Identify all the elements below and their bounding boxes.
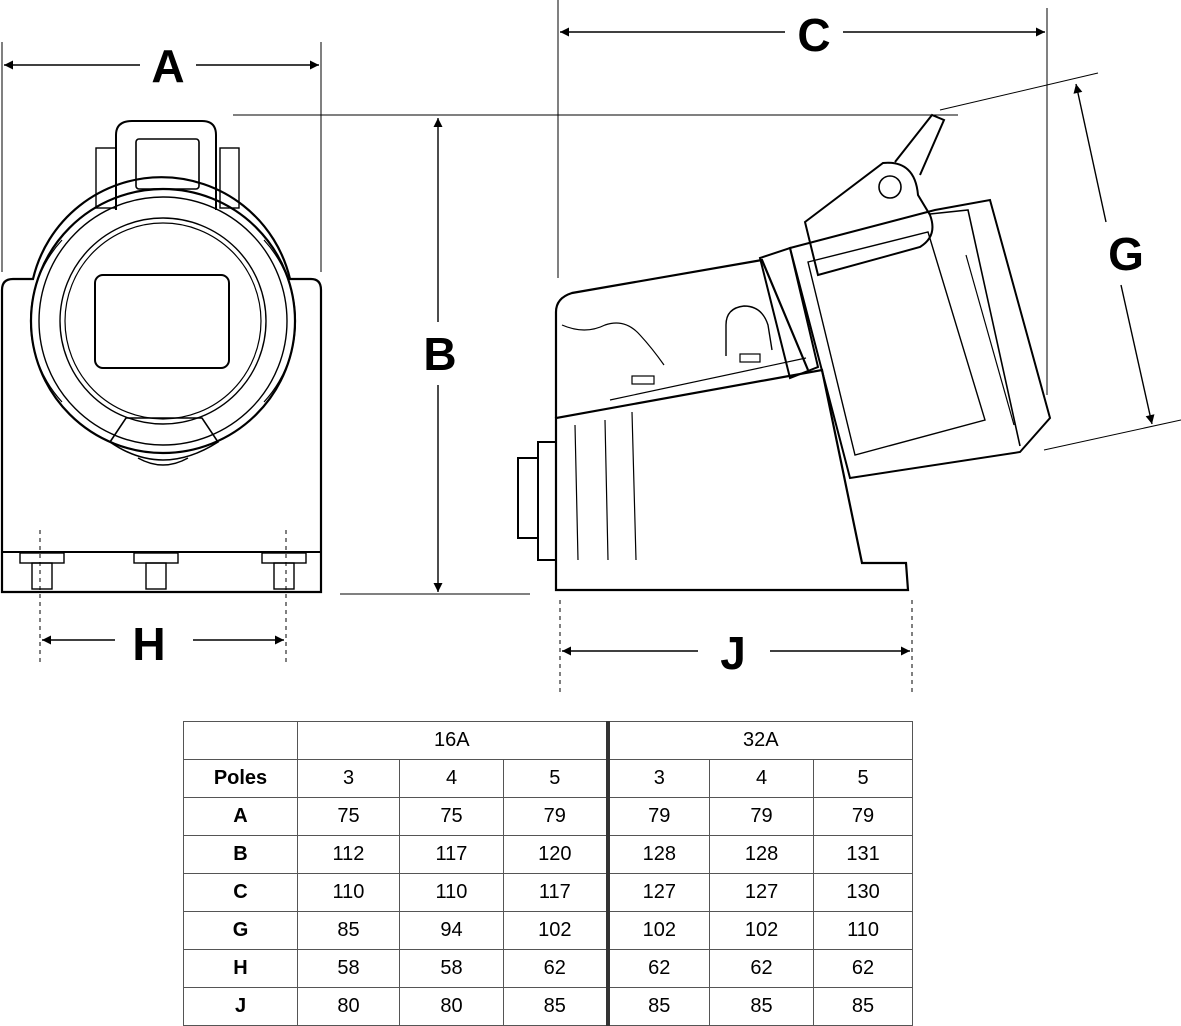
table-cell: 127: [607, 873, 711, 912]
table-cell: 85: [813, 987, 914, 1026]
group-16a: 16A: [296, 721, 610, 760]
dim-label-a: A: [151, 40, 184, 92]
table-cell: 117: [399, 835, 504, 874]
table-cell: 75: [399, 797, 504, 836]
table-cell: 112: [297, 835, 400, 874]
table-cell: 85: [607, 987, 711, 1026]
row-label: B: [183, 835, 298, 874]
table-cell: 128: [709, 835, 815, 874]
table-row: C 110 110 117 127 127 130: [183, 873, 914, 912]
table-cell: 80: [399, 987, 504, 1026]
table-cell: 62: [502, 949, 610, 988]
table-row: G 85 94 102 102 102 110: [183, 911, 914, 950]
group-32a: 32A: [607, 721, 914, 760]
poles-cell: 5: [813, 759, 914, 798]
dim-label-b: B: [423, 328, 456, 380]
table-cell: 85: [502, 987, 610, 1026]
table-cell: 62: [813, 949, 914, 988]
table-cell: 102: [607, 911, 711, 950]
table-cell: 62: [607, 949, 711, 988]
poles-cell: 4: [709, 759, 815, 798]
table-cell: 58: [297, 949, 400, 988]
table-cell: 110: [813, 911, 914, 950]
table-corner-cell: [183, 721, 298, 760]
dim-label-h: H: [132, 618, 165, 670]
row-label: H: [183, 949, 298, 988]
row-label: G: [183, 911, 298, 950]
table-cell: 80: [297, 987, 400, 1026]
dim-label-g: G: [1108, 228, 1144, 280]
side-view: [517, 113, 1052, 592]
row-label: A: [183, 797, 298, 836]
socket-dimension-drawing: A B C G H J: [0, 0, 1181, 692]
table-cell: 117: [502, 873, 610, 912]
table-cell: 128: [607, 835, 711, 874]
poles-cell: 5: [502, 759, 610, 798]
table-cell: 102: [709, 911, 815, 950]
bolt-right: [261, 552, 307, 590]
table-row: B 112 117 120 128 128 131: [183, 835, 914, 874]
table-cell: 127: [709, 873, 815, 912]
table-cell: 75: [297, 797, 400, 836]
bolt-left: [19, 552, 65, 590]
table-cell: 79: [709, 797, 815, 836]
table-cell: 110: [297, 873, 400, 912]
table-cell: 85: [297, 911, 400, 950]
row-label: J: [183, 987, 298, 1026]
table-cell: 102: [502, 911, 610, 950]
dimensions-table: 16A 32A Poles 3 4 5 3 4 5 A 75 75 79 79 …: [183, 721, 914, 1026]
table-cell: 85: [709, 987, 815, 1026]
row-label: C: [183, 873, 298, 912]
table-cell: 79: [813, 797, 914, 836]
table-row: H 58 58 62 62 62 62: [183, 949, 914, 988]
table-header-groups: 16A 32A: [183, 721, 914, 760]
table-cell: 94: [399, 911, 504, 950]
table-cell: 79: [502, 797, 610, 836]
poles-label: Poles: [183, 759, 298, 798]
table-cell: 120: [502, 835, 610, 874]
poles-cell: 3: [297, 759, 400, 798]
poles-cell: 3: [607, 759, 711, 798]
table-cell: 130: [813, 873, 914, 912]
table-cell: 58: [399, 949, 504, 988]
table-cell: 62: [709, 949, 815, 988]
table-header-poles: Poles 3 4 5 3 4 5: [183, 759, 914, 798]
dimension-lines: [1, 0, 1181, 692]
dim-label-c: C: [797, 9, 830, 61]
table-cell: 131: [813, 835, 914, 874]
table-cell: 79: [607, 797, 711, 836]
dim-label-j: J: [720, 627, 746, 679]
table-cell: 110: [399, 873, 504, 912]
table-row: J 80 80 85 85 85 85: [183, 987, 914, 1026]
front-view: [0, 120, 323, 594]
bolt-center: [133, 552, 179, 590]
poles-cell: 4: [399, 759, 504, 798]
table-row: A 75 75 79 79 79 79: [183, 797, 914, 836]
